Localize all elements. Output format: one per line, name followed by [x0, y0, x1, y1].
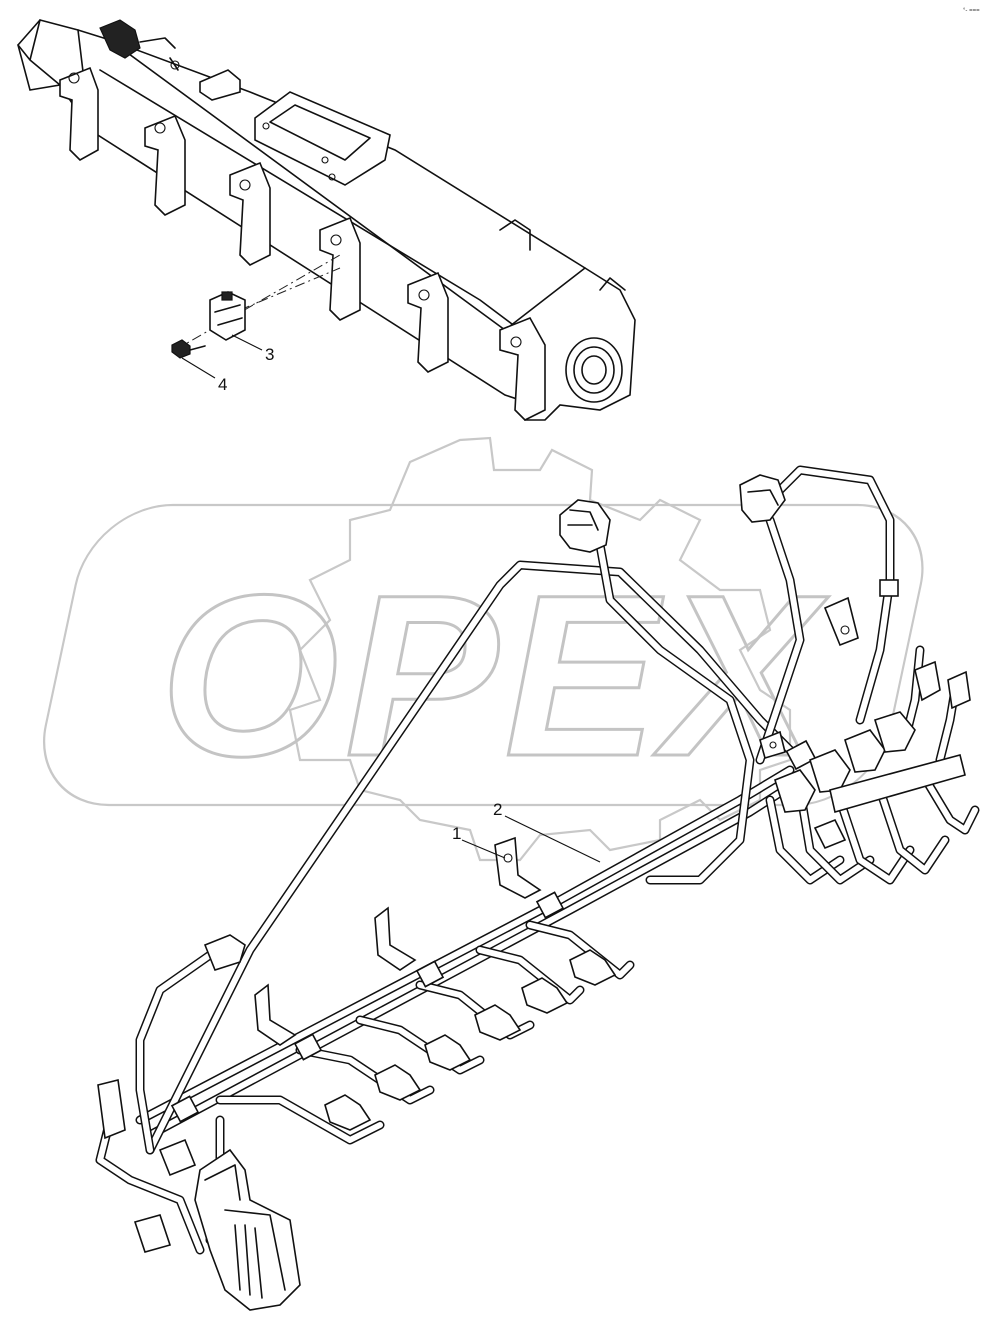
callout-3-leader — [231, 334, 263, 351]
top-connector-b — [739, 474, 786, 523]
small-connector — [158, 1138, 197, 1177]
top-connector-a — [559, 499, 611, 553]
callout-4-leader — [181, 357, 216, 379]
callout-2-leader — [504, 815, 601, 863]
alignment-line-a — [174, 254, 341, 351]
watermark-frame — [42, 503, 924, 807]
ecu-connector — [194, 1148, 301, 1311]
left-connector-lower — [133, 1214, 172, 1253]
watermark-gear-outline — [288, 436, 792, 862]
alignment-line-b — [239, 267, 341, 311]
rear-loops — [765, 645, 980, 885]
mounting-brackets — [254, 596, 859, 1046]
opex-watermark: OPEX — [42, 436, 924, 862]
callout-1-leader — [461, 839, 506, 859]
part-4-bolt — [171, 339, 206, 359]
top-sensor — [99, 19, 141, 59]
callout-3-label: 3 — [265, 345, 274, 364]
callout-4-label: 4 — [218, 375, 227, 394]
part-3-pressure-sensor — [209, 291, 246, 341]
callout-2-label: 2 — [493, 800, 502, 819]
manifold-ports — [59, 66, 546, 421]
watermark-text: OPEX — [160, 547, 829, 804]
injector-connectors — [324, 949, 617, 1131]
left-connector-middle — [97, 1079, 126, 1140]
intake-manifold — [17, 19, 636, 421]
harness-clips — [170, 579, 899, 1123]
left-connector-upper — [203, 934, 246, 971]
wiring-harness — [95, 465, 980, 1311]
rear-connector-cluster — [774, 660, 971, 850]
callout-1-label: 1 — [452, 824, 461, 843]
corner-mark: °‑ === — [963, 8, 980, 14]
